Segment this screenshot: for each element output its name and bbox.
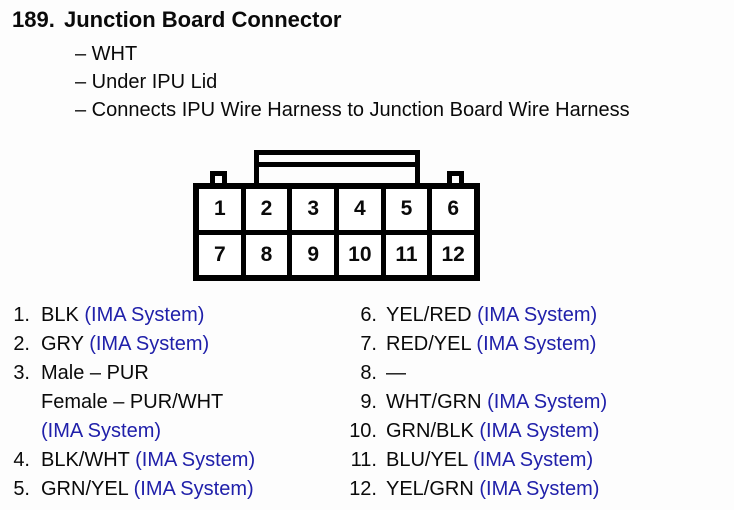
pin-system: (IMA System) [89, 333, 210, 355]
page-heading: 189. Junction Board Connector [12, 6, 341, 34]
section-number: 189. [12, 7, 55, 32]
pin-wire: GRN/BLK [386, 420, 474, 442]
pin-number: 12. [349, 478, 377, 500]
pin-system: (IMA System) [135, 449, 256, 471]
pin-row: 7. RED/YEL (IMA System) [345, 330, 607, 359]
pin-wire: WHT/GRN [386, 391, 482, 413]
pin-wire: BLU/YEL [386, 449, 468, 471]
detail-list: – WHT – Under IPU Lid – Connects IPU Wir… [75, 40, 630, 124]
connector-latch-tab [254, 150, 420, 183]
pin-system: (IMA System) [84, 304, 205, 326]
pin-system: (IMA System) [473, 449, 594, 471]
page-title: Junction Board Connector [64, 7, 342, 32]
pin-system: (IMA System) [479, 478, 600, 500]
connector-pin-cell: 8 [245, 234, 288, 275]
pin-row: 11. BLU/YEL (IMA System) [345, 446, 607, 475]
connector-pin-cell: 6 [432, 189, 474, 230]
connector-pin-cell: 1 [199, 189, 241, 230]
pin-wire: BLK [41, 304, 79, 326]
pin-system: (IMA System) [133, 478, 254, 500]
pin-row: 6. YEL/RED (IMA System) [345, 301, 607, 330]
pin-number: 2. [13, 333, 30, 355]
pin-row-continuation: Female – PUR/WHT [41, 388, 255, 417]
pin-row: 5. GRN/YEL (IMA System) [10, 475, 255, 504]
pin-system: (IMA System) [479, 420, 600, 442]
connector-pin-cell: 4 [339, 189, 381, 230]
pin-wire: BLK/WHT [41, 449, 130, 471]
pin-list-left: 1. BLK (IMA System) 2. GRY (IMA System) 3.… [10, 301, 255, 504]
connector-pin-cell: 2 [245, 189, 288, 230]
connector-pin-cell: 5 [385, 189, 428, 230]
pin-row: 9. WHT/GRN (IMA System) [345, 388, 607, 417]
pin-number: 5. [13, 478, 30, 500]
pin-system: (IMA System) [41, 420, 162, 442]
connector-pin-cell: 3 [292, 189, 334, 230]
connector-pin-cell: 11 [385, 234, 428, 275]
pin-list-right: 6. YEL/RED (IMA System) 7. RED/YEL (IMA Sy… [345, 301, 607, 504]
pin-row: 8. — [345, 359, 607, 388]
detail-item: – Under IPU Lid [75, 71, 218, 93]
pin-row: 1. BLK (IMA System) [10, 301, 255, 330]
connector-notch-right [447, 171, 464, 184]
pin-number: 10. [349, 420, 377, 442]
pin-system: (IMA System) [487, 391, 608, 413]
pin-row: 4. BLK/WHT (IMA System) [10, 446, 255, 475]
pin-number: 7. [360, 333, 377, 355]
pin-wire: RED/YEL [386, 333, 471, 355]
pin-wire: YEL/RED [386, 304, 472, 326]
connector-pin-cell: 9 [292, 234, 334, 275]
detail-item: – Connects IPU Wire Harness to Junction … [75, 99, 630, 121]
pin-wire: YEL/GRN [386, 478, 474, 500]
pin-number: 3. [13, 362, 30, 384]
pin-number: 9. [360, 391, 377, 413]
connector-pin-cell: 10 [339, 234, 381, 275]
pin-number: 4. [13, 449, 30, 471]
connector-diagram: 1 2 3 4 5 6 7 8 9 10 11 12 [193, 183, 480, 281]
pin-row: 12. YEL/GRN (IMA System) [345, 475, 607, 504]
connector-pin-cell: 12 [432, 234, 474, 275]
pin-wire: GRN/YEL [41, 478, 129, 500]
pin-system: (IMA System) [476, 333, 597, 355]
pin-number: 6. [360, 304, 377, 326]
pin-wire: — [386, 362, 406, 384]
pin-row: 10. GRN/BLK (IMA System) [345, 417, 607, 446]
pin-number: 11. [350, 449, 377, 471]
connector-notch-left [210, 171, 227, 184]
pin-row-continuation: (IMA System) [41, 417, 255, 446]
pin-wire-male: Male – PUR [41, 362, 149, 384]
pin-row: 3. Male – PUR [10, 359, 255, 388]
pin-number: 1. [13, 304, 30, 326]
latch-ridge-line [259, 162, 415, 167]
pin-wire: GRY [41, 333, 84, 355]
pin-row: 2. GRY (IMA System) [10, 330, 255, 359]
detail-item: – WHT [75, 43, 138, 65]
connector-pin-cell: 7 [199, 234, 241, 275]
pin-system: (IMA System) [477, 304, 598, 326]
pin-number: 8. [360, 362, 377, 384]
pin-wire-female: Female – PUR/WHT [41, 391, 224, 413]
